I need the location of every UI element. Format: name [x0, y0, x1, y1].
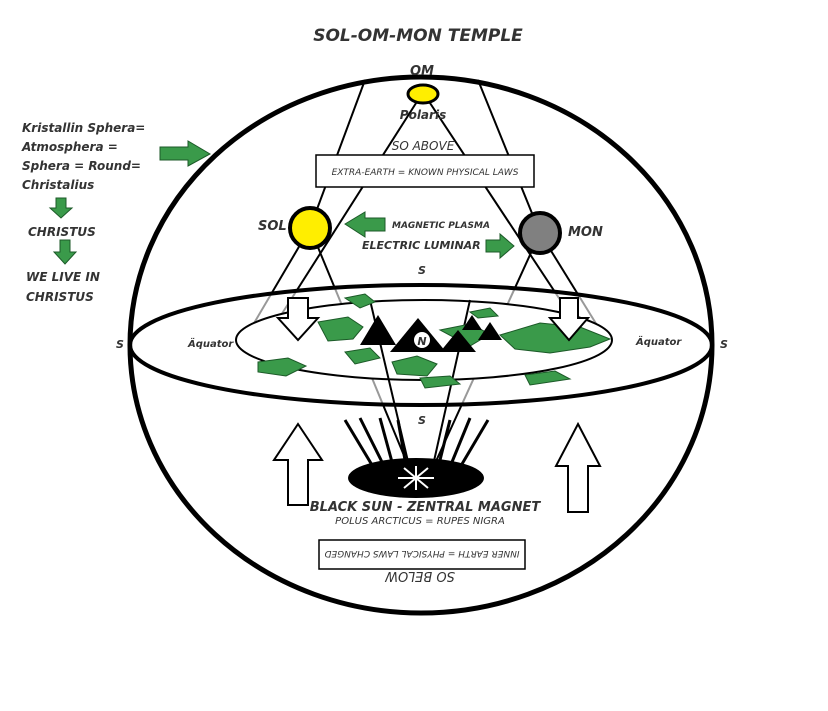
continents	[257, 293, 612, 389]
mon-label: MON	[568, 225, 603, 240]
down-arrow-icon	[48, 197, 74, 219]
magnetic-arrow-icon	[344, 211, 386, 238]
aquator-left-label: Äquator	[187, 336, 234, 350]
north-pole-marker	[412, 330, 432, 350]
s-top-label: S	[418, 264, 426, 277]
inner-earth-box	[318, 539, 526, 570]
north-label: N	[417, 335, 426, 348]
s-bottom-label: S	[418, 414, 426, 427]
black-sun-rays	[343, 417, 490, 466]
we-live-line: CHRISTUS	[26, 290, 94, 304]
electric-luminar-label: ELECTRIC LUMINAR	[362, 239, 481, 252]
black-sun-star	[398, 466, 434, 490]
extra-earth-box	[315, 154, 535, 188]
left-caption: Kristallin Sphera= Atmosphera = Sphera =…	[21, 121, 145, 304]
left-text-line: Kristallin Sphera=	[22, 121, 145, 135]
down-arrow-right-icon	[547, 297, 591, 342]
om-label: OM	[410, 64, 434, 79]
right-arrow-icon	[159, 140, 212, 167]
down-arrow-icon	[52, 239, 78, 265]
so-below-label: SO BELOW	[384, 568, 455, 583]
christus-label: CHRISTUS	[28, 225, 96, 239]
s-left-label: S	[116, 338, 124, 351]
polus-label: POLUS ARCTICUS = RUPES NIGRA	[335, 516, 505, 527]
mon-moon	[518, 211, 562, 255]
down-arrow-left-icon	[275, 297, 321, 342]
so-above-label: SO ABOVE	[392, 139, 455, 153]
up-arrow-left-icon	[272, 422, 324, 506]
up-arrow-right-icon	[554, 421, 602, 513]
title: SOL-OM-MON TEMPLE	[313, 26, 523, 46]
luminar-arrow-icon	[485, 232, 515, 260]
aquator-right-label: Äquator	[635, 334, 682, 348]
black-sun-label: BLACK SUN - ZENTRAL MAGNET	[310, 500, 542, 515]
s-right-label: S	[720, 338, 728, 351]
extra-earth-label: EXTRA-EARTH = KNOWN PHYSICAL LAWS	[332, 168, 519, 178]
sol-sun	[288, 206, 332, 250]
polaris-star	[406, 83, 440, 105]
polaris-label: Polaris	[400, 108, 446, 122]
left-text-line: Sphera = Round=	[22, 159, 141, 173]
sol-label: SOL	[258, 219, 287, 234]
inner-earth-label: INNER EARTH = PHYSICAL LAWS CHANGED	[324, 548, 519, 558]
left-text-line: Christalius	[22, 178, 94, 192]
magnetic-plasma-label: MAGNETIC PLASMA	[392, 221, 490, 231]
left-text-line: Atmosphera =	[21, 140, 118, 154]
we-live-line: WE LIVE IN	[26, 270, 100, 284]
